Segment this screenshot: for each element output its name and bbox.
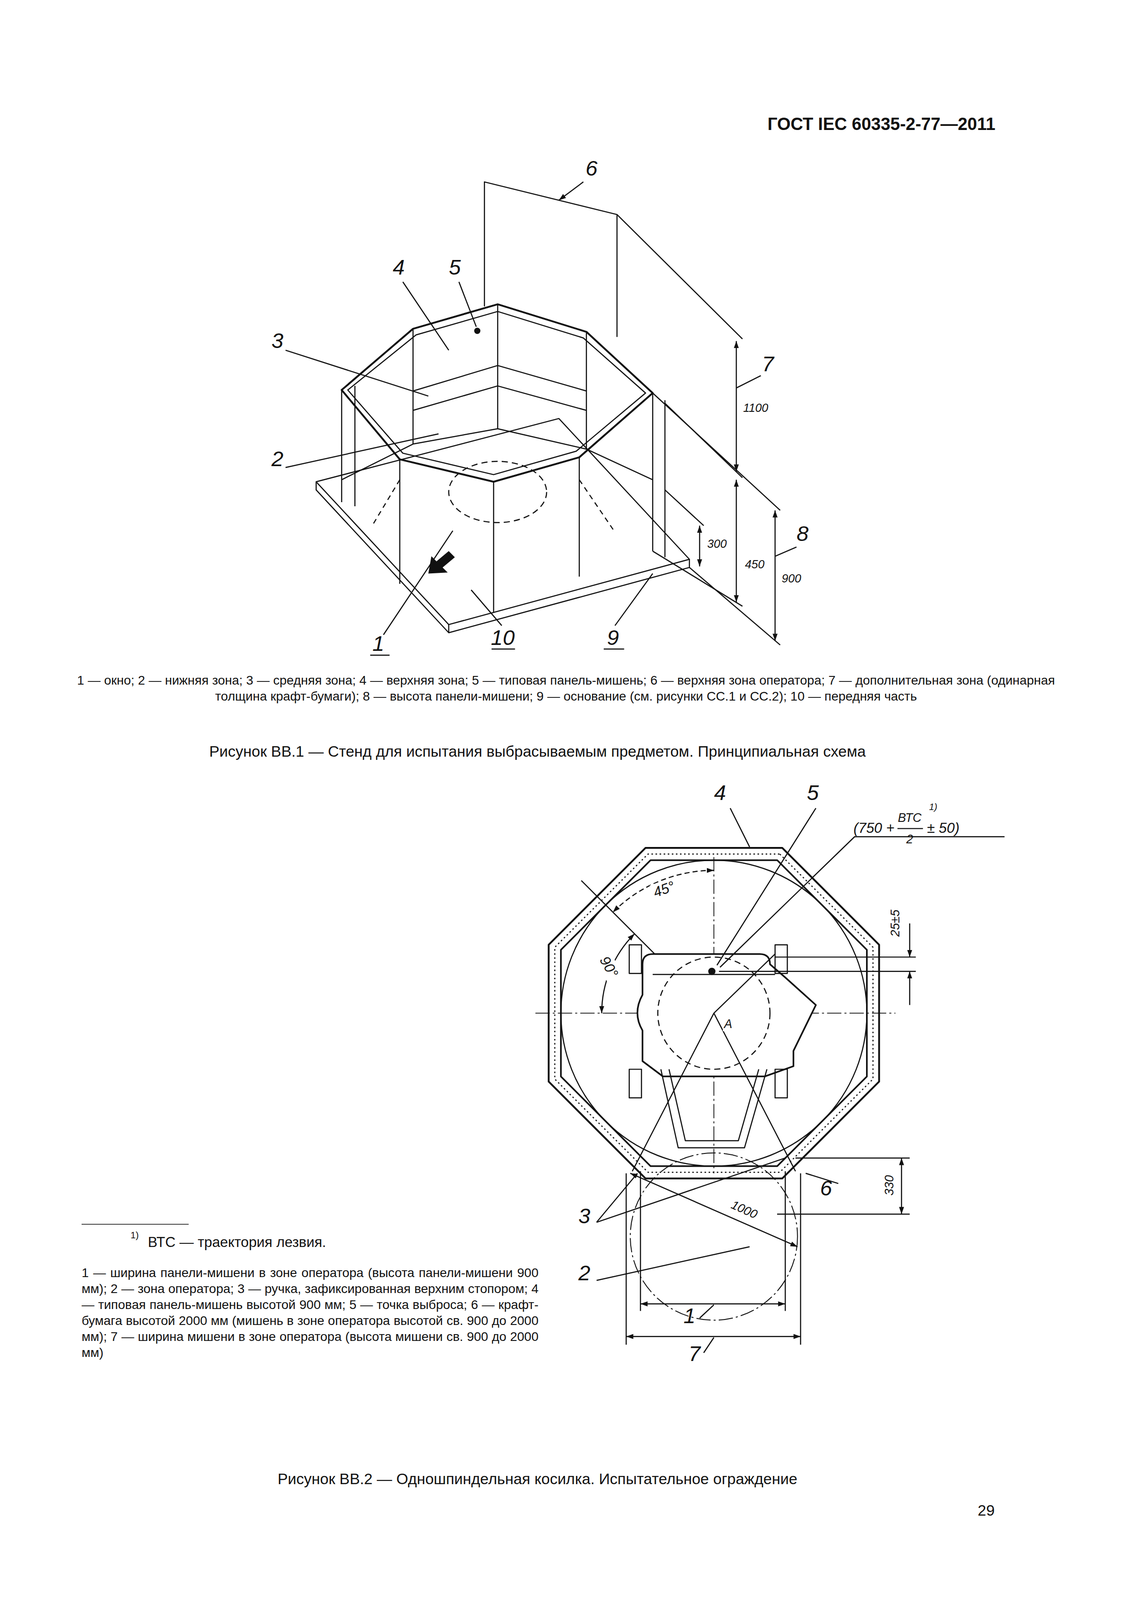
callout-number: 6 (585, 155, 598, 182)
formula-text: 2 (906, 831, 914, 847)
callout-number: 10 (490, 624, 515, 650)
callout-number: 4 (392, 254, 405, 281)
callout-number: 4 (714, 779, 727, 805)
angle-value: 90° (595, 951, 623, 982)
page-header: ГОСТ IEC 60335-2-77—2011 (767, 114, 996, 135)
callout-number: 5 (448, 254, 461, 281)
dimension-value: 1100 (741, 400, 770, 416)
figure-caption: Рисунок ВВ.1 — Стенд для испытания выбра… (209, 742, 867, 761)
point-label: A (722, 1016, 734, 1032)
callout-number: 2 (271, 446, 284, 472)
callout-number: 8 (796, 520, 809, 546)
formula-text: ВТС (897, 810, 922, 825)
page-number: 29 (977, 1501, 995, 1520)
dimension-value: 25±5 (887, 907, 903, 938)
callout-number: 1 (372, 630, 385, 657)
callout-number: 3 (578, 1202, 591, 1229)
footnote-mark: 1) (928, 801, 938, 813)
callout-number: 9 (607, 624, 619, 650)
callout-number: 2 (578, 1260, 591, 1286)
callout-number: 7 (762, 351, 774, 377)
callout-number: 7 (688, 1340, 701, 1366)
dimension-value: 900 (780, 571, 803, 586)
figure-legend: 1 — окно; 2 — нижняя зона; 3 — средняя з… (76, 672, 1056, 705)
callout-number: 1 (683, 1302, 696, 1329)
footnote-mark: 1) (130, 1229, 139, 1241)
dimension-value: 330 (881, 1173, 897, 1197)
test-stand (285, 181, 797, 656)
figure-legend: 1 — ширина панели-мишени в зоне оператор… (81, 1264, 539, 1361)
callout-number: 6 (819, 1175, 832, 1201)
dimension-value: 300 (705, 536, 729, 551)
angle-value: 45° (649, 876, 679, 902)
formula-text: (750 + (853, 819, 895, 837)
callout-number: 3 (271, 327, 284, 354)
formula-text: ± 50) (927, 819, 960, 837)
dimension-value: 1000 (727, 1196, 762, 1223)
dimension-value: 450 (743, 556, 766, 571)
callout-number: 5 (806, 779, 819, 805)
footnote-text: ВТС — траектория лезвия. (147, 1233, 327, 1251)
figure-caption: Рисунок ВВ.2 — Одношпиндельная косилка. … (277, 1469, 798, 1488)
